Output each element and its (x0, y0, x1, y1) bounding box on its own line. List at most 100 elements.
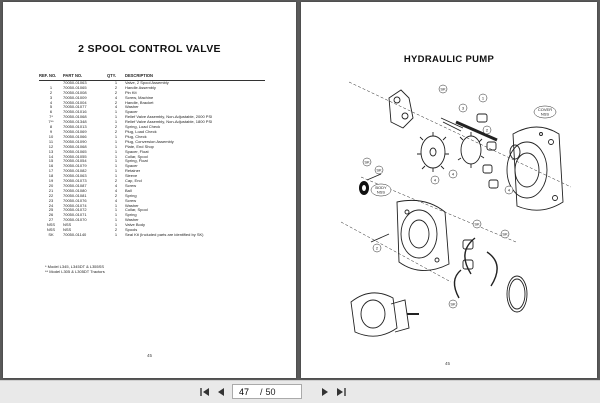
cell-qty: 1 (114, 138, 118, 144)
cell-part-no: 70050-01016 (63, 109, 87, 115)
cell-qty: 4 (114, 197, 118, 203)
cell-part-no: 70050-01055 (63, 153, 87, 159)
cell-description: Handle, Bracket (125, 99, 154, 105)
parts-table: REF. NO. PART NO. QTY. DESCRIPTION 70050… (39, 73, 265, 238)
cell-qty: 2 (114, 128, 118, 134)
right-page: HYDRAULIC PUMP (301, 2, 597, 378)
cell-part-no: NSS (63, 222, 72, 228)
cell-description: Valve, 2 Spool Assembly (125, 79, 169, 85)
cell-description: Spring, Float (125, 158, 148, 164)
cell-ref-no: NSS (46, 227, 56, 233)
cell-ref-no: 7** (48, 119, 54, 125)
svg-text:SK: SK (440, 87, 446, 92)
cell-ref-no: 23 (48, 197, 54, 203)
cell-ref-no: 16 (48, 163, 54, 169)
cell-ref-no: 7* (49, 114, 53, 120)
callout-cover-nss: COVER NSS (533, 105, 557, 119)
page-number-input[interactable] (233, 386, 257, 397)
callout-1: 1 (478, 93, 488, 103)
cell-description: Spools (125, 227, 138, 233)
cell-part-no: 70050-01008 (63, 89, 87, 95)
cell-part-no: 70050-01074 (63, 202, 87, 208)
cell-ref-no: 5 (49, 104, 53, 110)
page-number: 45 (147, 353, 153, 358)
cell-description: Ball (125, 187, 132, 193)
seal-washer (359, 181, 369, 195)
cell-ref-no: 10 (48, 133, 54, 139)
cell-ref-no: 17 (48, 168, 54, 174)
cell-description: Relief Valve Assembly, Non-Adjustable, 1… (125, 119, 213, 125)
page-title: HYDRAULIC PUMP (403, 54, 495, 65)
cell-description: Seal Kit (Included parts are identified … (125, 232, 204, 237)
next-page-icon[interactable] (318, 385, 332, 399)
prev-page-icon[interactable] (214, 385, 228, 399)
cell-description: Spacer (125, 109, 138, 115)
hydraulic-pump-diagram: SK 1 2 3 4 (340, 81, 572, 337)
svg-text:4: 4 (434, 178, 437, 183)
cell-ref-no: 4 (49, 99, 53, 105)
cell-description: Valve Body (125, 222, 145, 228)
document-viewer[interactable]: 2 SPOOL CONTROL VALVE REF. NO. PART NO. … (0, 0, 600, 380)
cell-part-no: NSS (63, 227, 72, 233)
cell-description: Relief Valve Assembly, Non-Adjustable, 2… (125, 114, 213, 120)
page-number: 45 (445, 361, 451, 366)
callout-sk-ring2: SK (500, 229, 510, 239)
cell-qty: 2 (114, 178, 118, 184)
pump-body (396, 199, 450, 271)
svg-text:4: 4 (508, 188, 511, 193)
svg-text:SK: SK (474, 222, 480, 227)
cell-description: Collar, Spool (125, 153, 148, 159)
cell-part-no: 70050-01348 (63, 119, 87, 125)
cell-ref-no: 12 (48, 143, 54, 149)
cell-part-no: 70050-01009 (63, 94, 87, 100)
cell-qty: 4 (114, 187, 118, 193)
first-page-icon[interactable] (198, 385, 212, 399)
table-row: NSS NSS 2 Spools (39, 227, 265, 233)
cell-ref-no: NSS (46, 222, 56, 228)
cell-ref-no: 8 (49, 124, 53, 130)
header-qty: QTY. (107, 73, 125, 81)
cell-qty: 2 (114, 124, 118, 130)
cell-ref-no: 20 (48, 182, 54, 188)
cell-qty: 2 (114, 227, 118, 233)
cell-qty: 1 (114, 163, 118, 169)
cell-description: Screw (125, 182, 137, 188)
cell-description: Handle Assembly (125, 84, 156, 90)
cell-part-no: 70050-01063 (63, 173, 87, 179)
cell-part-no: 70050-01068 (63, 114, 87, 120)
callout-sk-ring3: SK (448, 299, 458, 309)
cell-ref-no: 24 (48, 202, 54, 208)
cell-description: Spring (125, 192, 137, 198)
last-page-icon[interactable] (334, 385, 348, 399)
footnote: * Model L345, L345DT & L355SS (45, 264, 105, 269)
svg-text:2: 2 (486, 128, 489, 133)
cell-ref-no: 14 (48, 153, 54, 159)
cell-qty: 2 (114, 192, 118, 198)
cell-ref-no: 26 (48, 212, 54, 218)
cell-description: Plug, Conversion Assembly (125, 138, 174, 144)
header-description: DESCRIPTION (125, 73, 265, 81)
cell-qty: 1 (114, 207, 118, 213)
cell-part-no: 70050-01081 (63, 192, 87, 198)
header-part-no: PART NO. (63, 73, 107, 81)
cell-qty: 1 (114, 109, 118, 115)
header-ref-no: REF. NO. (39, 73, 63, 81)
